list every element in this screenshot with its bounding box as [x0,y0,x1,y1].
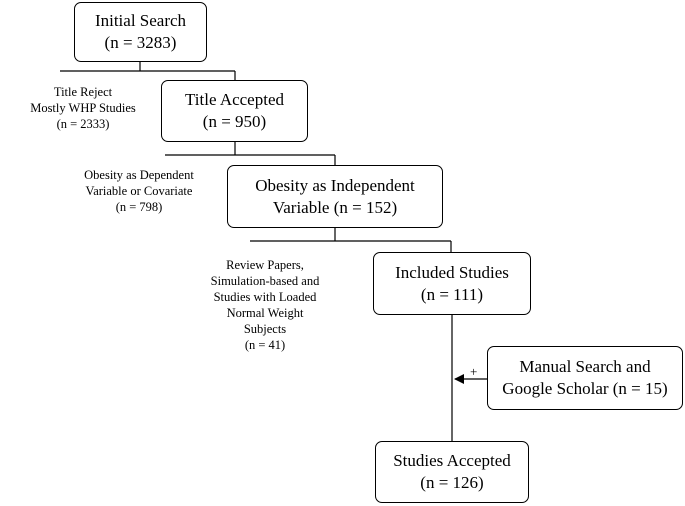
title-reject-note: Title Reject Mostly WHP Studies (n = 233… [12,84,154,132]
title-reject-count: (n = 2333) [56,117,110,131]
obesity-dependent-line-2: Variable or Covariate [85,184,193,198]
review-papers-count: (n = 41) [244,338,286,352]
review-papers-note: Review Papers, Simulation-based and Stud… [190,257,340,353]
manual-search-box: Manual Search and Google Scholar (n = 15… [487,346,683,410]
obesity-independent-box: Obesity as Independent Variable (n = 152… [227,165,443,228]
included-studies-count: (n = 111) [420,284,484,304]
manual-search-line-1: Manual Search and [519,357,651,376]
review-papers-line-3: Studies with Loaded [213,290,317,304]
studies-accepted-count: (n = 126) [420,473,484,492]
studies-accepted-label: Studies Accepted [393,451,511,470]
included-studies-box: Included Studies (n = 111) [373,252,531,315]
obesity-independent-line-1: Obesity as Independent [255,175,415,195]
included-studies-label: Included Studies [395,262,509,282]
title-reject-line-2: Mostly WHP Studies [30,101,136,115]
title-accepted-label: Title Accepted [185,90,284,109]
manual-search-line-2: Google Scholar (n = 15) [502,379,668,398]
initial-search-box: Initial Search (n = 3283) [74,2,207,62]
review-papers-line-2: Simulation-based and [210,274,320,288]
title-accepted-count: (n = 950) [202,112,267,131]
initial-search-label: Initial Search [94,11,187,30]
obesity-independent-line-2: Variable (n = 152) [272,197,398,217]
obesity-dependent-line-1: Obesity as Dependent [84,168,194,182]
initial-search-count: (n = 3283) [104,33,177,52]
obesity-dependent-count: (n = 798) [115,200,163,214]
review-papers-line-5: Subjects [243,322,287,336]
obesity-dependent-note: Obesity as Dependent Variable or Covaria… [58,167,220,215]
title-reject-line-1: Title Reject [53,85,113,99]
studies-accepted-box: Studies Accepted (n = 126) [375,441,529,503]
review-papers-line-4: Normal Weight [226,306,304,320]
merge-plus-sign: + [470,364,478,379]
title-accepted-box: Title Accepted (n = 950) [161,80,308,142]
review-papers-line-1: Review Papers, [226,258,304,272]
